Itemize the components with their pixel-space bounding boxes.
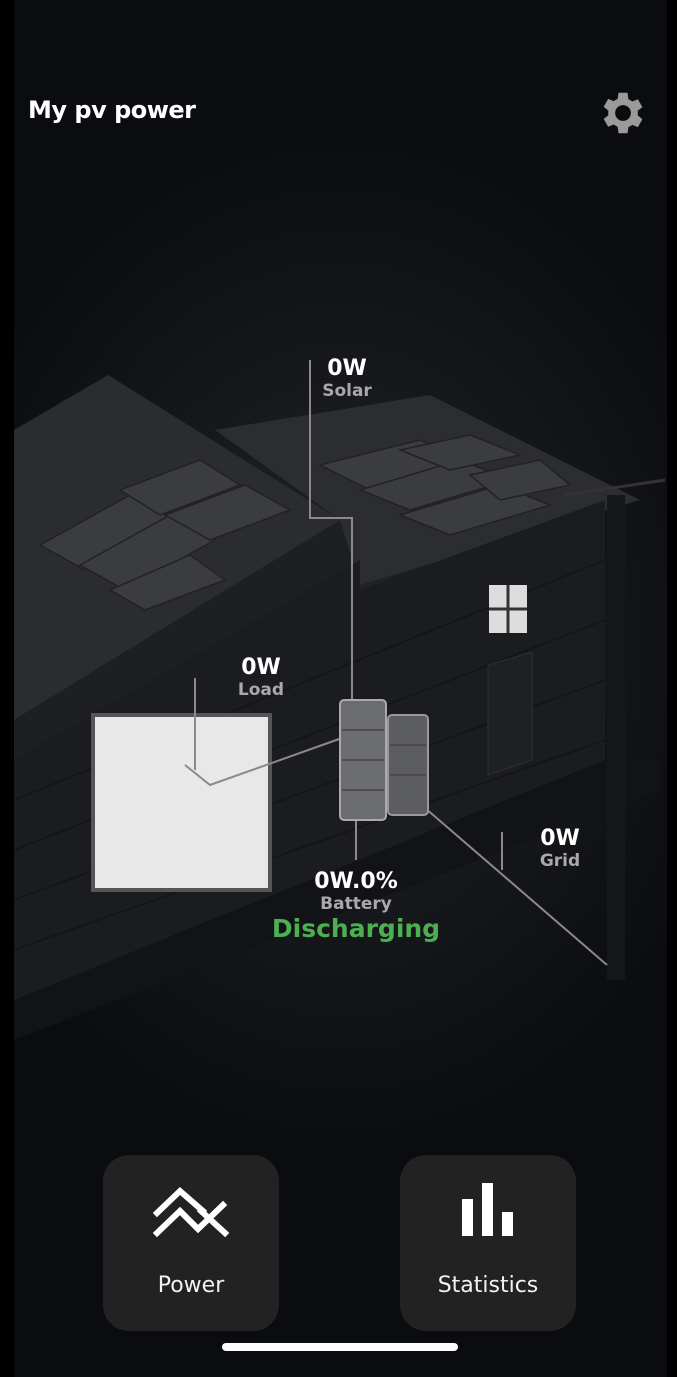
lit-window xyxy=(91,713,272,892)
nav-power-label: Power xyxy=(157,1273,225,1298)
battery-value: 0W.0% xyxy=(314,869,398,894)
load-readout: 0W Load xyxy=(238,655,284,700)
battery-units xyxy=(339,699,429,821)
screen-edge-right xyxy=(667,0,677,1377)
solar-value: 0W xyxy=(327,356,367,381)
flow-lines xyxy=(184,360,608,966)
left-roof-edge xyxy=(14,520,360,760)
load-value: 0W xyxy=(241,655,281,680)
battery-readout: 0W.0% Battery Discharging xyxy=(272,869,440,943)
load-label: Load xyxy=(237,680,285,700)
bar-chart-icon xyxy=(462,1183,513,1236)
solar-panels xyxy=(38,434,572,611)
nav-power-button[interactable]: Power xyxy=(103,1155,279,1331)
solar-label: Solar xyxy=(322,381,372,401)
screen-edge-left xyxy=(0,0,14,1377)
power-wire xyxy=(564,478,666,497)
solar-readout: 0W Solar xyxy=(322,356,372,401)
home-indicator[interactable] xyxy=(222,1343,458,1351)
small-window xyxy=(489,585,527,633)
grid-readout: 0W Grid xyxy=(540,826,580,871)
ground xyxy=(14,760,660,1040)
battery-status: Discharging xyxy=(271,914,441,943)
grid-value: 0W xyxy=(540,826,580,851)
battery-label: Battery xyxy=(320,894,392,914)
page-title: My pv power xyxy=(28,96,196,124)
door xyxy=(487,651,533,776)
nav-statistics-label: Statistics xyxy=(437,1273,539,1298)
utility-pole xyxy=(607,495,625,980)
gear-icon[interactable] xyxy=(594,86,648,140)
grid-label: Grid xyxy=(539,851,581,871)
nav-statistics-button[interactable]: Statistics xyxy=(400,1155,576,1331)
power-chart-icon xyxy=(153,1186,229,1238)
